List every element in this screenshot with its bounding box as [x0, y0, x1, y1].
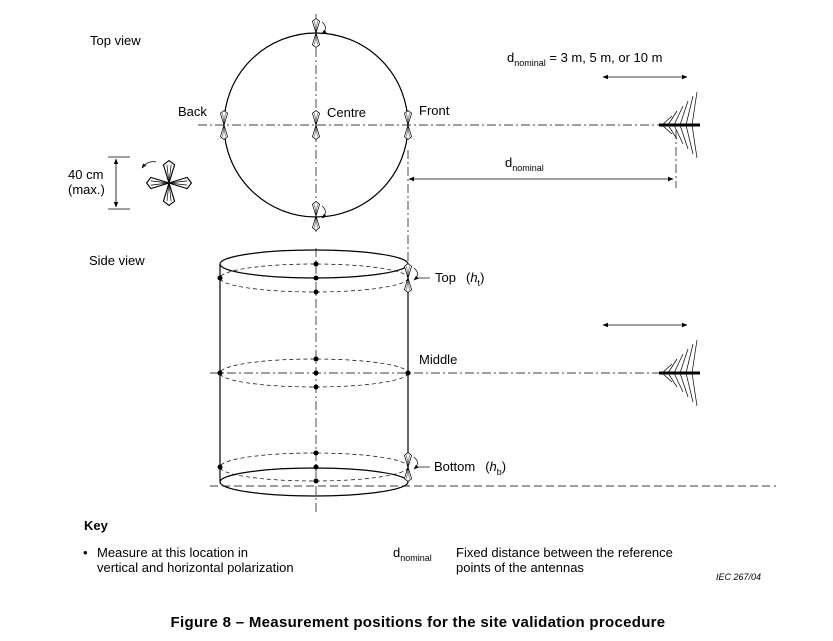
d-nominal-label: dnominal	[505, 155, 544, 173]
key-item1-line2: vertical and horizontal polarization	[97, 560, 294, 575]
antenna-pattern-side-top	[404, 263, 412, 293]
top-view-label: Top view	[90, 33, 141, 48]
key-d-nominal-symbol: dnominal	[393, 545, 432, 563]
size-note-label: (max.)	[68, 182, 105, 197]
rotation-arrow	[321, 205, 327, 219]
key-item1-line1: Measure at this location in	[97, 545, 248, 560]
example-radiation-pattern-icon	[146, 160, 192, 206]
rotation-arrow	[413, 456, 419, 470]
middle-label: Middle	[419, 352, 457, 367]
receive-antenna-top	[659, 91, 700, 159]
front-label: Front	[419, 103, 450, 118]
bottom-height-label: Bottom(hb)	[434, 459, 506, 477]
size-value-label: 40 cm	[68, 167, 103, 182]
key-item2-line1: Fixed distance between the reference	[456, 545, 673, 560]
measurement-points	[217, 261, 411, 484]
figure-caption: Figure 8 – Measurement positions for the…	[171, 614, 666, 631]
top-height-label: Top(ht)	[435, 270, 484, 288]
rotation-arrow	[141, 161, 157, 169]
iec-reference: IEC 267/04	[716, 572, 761, 582]
rotation-arrow	[413, 267, 419, 281]
distance-options-label: dnominal = 3 m, 5 m, or 10 m	[507, 50, 662, 68]
key-item2-line2: points of the antennas	[456, 560, 584, 575]
side-view-label: Side view	[89, 253, 145, 268]
back-label: Back	[178, 104, 207, 119]
antenna-pattern-side-bottom	[404, 452, 412, 482]
rotation-arrow	[321, 21, 327, 35]
key-bullet: •	[83, 545, 88, 560]
centre-label: Centre	[327, 105, 366, 120]
key-title: Key	[84, 518, 109, 533]
receive-antenna-side	[659, 339, 700, 407]
antenna-pattern-bottom	[312, 201, 320, 231]
